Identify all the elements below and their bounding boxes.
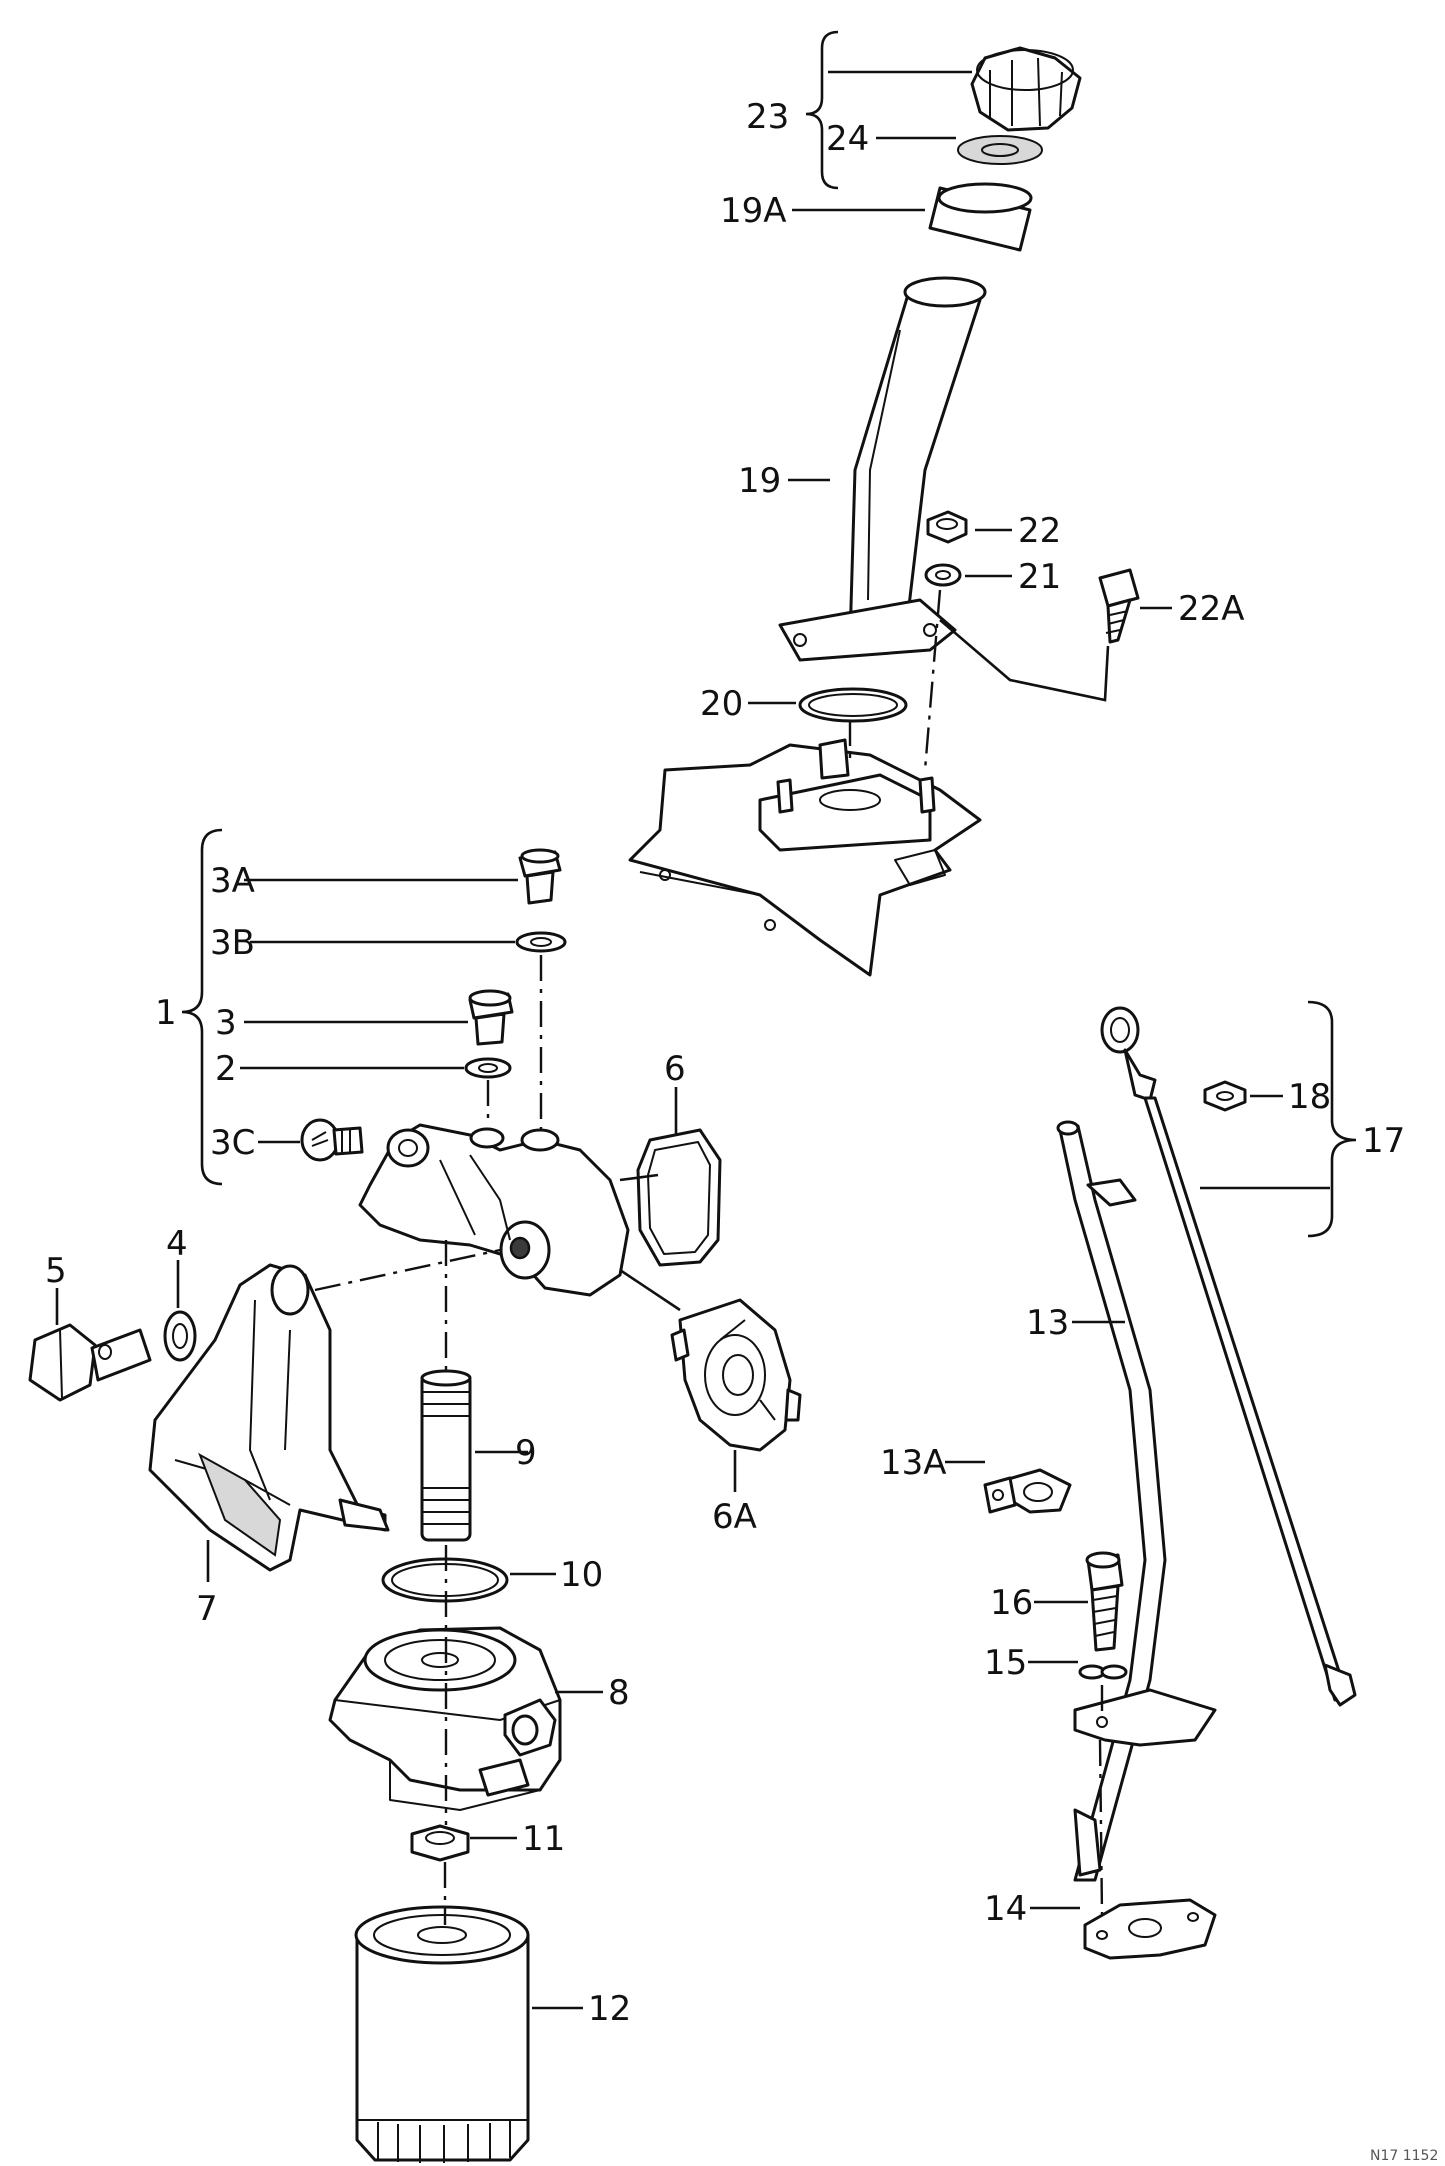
label-4: 4 bbox=[166, 1224, 188, 1264]
label-8: 8 bbox=[608, 1673, 630, 1713]
label-10: 10 bbox=[560, 1555, 603, 1595]
label-22A: 22A bbox=[1178, 589, 1245, 629]
bolt-22A bbox=[1098, 568, 1140, 644]
label-21: 21 bbox=[1018, 557, 1061, 597]
seal-4 bbox=[163, 1310, 197, 1362]
dipstick-17 bbox=[1100, 1006, 1357, 1707]
label-1: 1 bbox=[155, 993, 177, 1033]
label-19A: 19A bbox=[720, 191, 787, 231]
label-2: 2 bbox=[215, 1049, 237, 1089]
label-13: 13 bbox=[1026, 1303, 1069, 1343]
label-17: 17 bbox=[1362, 1121, 1405, 1161]
label-16: 16 bbox=[990, 1583, 1033, 1623]
label-7: 7 bbox=[196, 1589, 218, 1629]
label-22: 22 bbox=[1018, 511, 1061, 551]
label-12: 12 bbox=[588, 1989, 631, 2029]
label-15: 15 bbox=[984, 1643, 1027, 1683]
label-3B: 3B bbox=[210, 923, 255, 963]
plug-3A bbox=[518, 848, 562, 905]
bracket-7 bbox=[148, 1263, 390, 1572]
seal-24 bbox=[957, 135, 1043, 165]
gasket-20 bbox=[798, 687, 908, 723]
plug-3 bbox=[468, 989, 514, 1046]
label-3: 3 bbox=[215, 1003, 237, 1043]
washer-2 bbox=[464, 1057, 512, 1079]
label-19: 19 bbox=[738, 461, 781, 501]
label-9: 9 bbox=[515, 1433, 537, 1473]
washer-21 bbox=[924, 563, 962, 587]
nut-22 bbox=[926, 510, 968, 544]
washer-15 bbox=[1078, 1664, 1128, 1680]
bolt-5 bbox=[28, 1323, 152, 1402]
label-18: 18 bbox=[1288, 1077, 1331, 1117]
washer-3B bbox=[515, 931, 567, 953]
seal-18 bbox=[1203, 1080, 1247, 1112]
clip-13A bbox=[983, 1468, 1072, 1514]
label-5: 5 bbox=[45, 1251, 67, 1291]
filler-neck-19 bbox=[778, 276, 987, 662]
label-14: 14 bbox=[984, 1889, 1027, 1929]
gasket-6 bbox=[636, 1128, 722, 1267]
label-6: 6 bbox=[664, 1049, 686, 1089]
label-13A: 13A bbox=[880, 1443, 947, 1483]
label-11: 11 bbox=[522, 1819, 565, 1859]
sleeve-19A bbox=[928, 182, 1033, 252]
footer-code: N17 1152 bbox=[1370, 2148, 1438, 2164]
sleeve-9 bbox=[420, 1369, 472, 1542]
cooler-plate-6A bbox=[670, 1298, 802, 1452]
nut-11 bbox=[410, 1824, 470, 1862]
bolt-3C bbox=[300, 1118, 364, 1162]
brace-1 bbox=[181, 828, 223, 1186]
guide-tube-13 bbox=[1056, 1120, 1217, 1882]
valve-cover bbox=[628, 738, 982, 977]
label-3A: 3A bbox=[210, 861, 255, 901]
label-6A: 6A bbox=[712, 1497, 757, 1537]
label-20: 20 bbox=[700, 684, 743, 724]
bolt-16 bbox=[1085, 1551, 1124, 1652]
brace-23 bbox=[805, 30, 839, 190]
cap-23 bbox=[970, 46, 1082, 132]
filter-housing-head bbox=[358, 1123, 630, 1297]
label-23: 23 bbox=[746, 97, 789, 137]
brace-17 bbox=[1307, 1000, 1357, 1238]
label-3C: 3C bbox=[210, 1123, 255, 1163]
oil-filter-12 bbox=[354, 1905, 530, 2163]
label-24: 24 bbox=[826, 119, 869, 159]
gasket-14 bbox=[1083, 1898, 1217, 1960]
